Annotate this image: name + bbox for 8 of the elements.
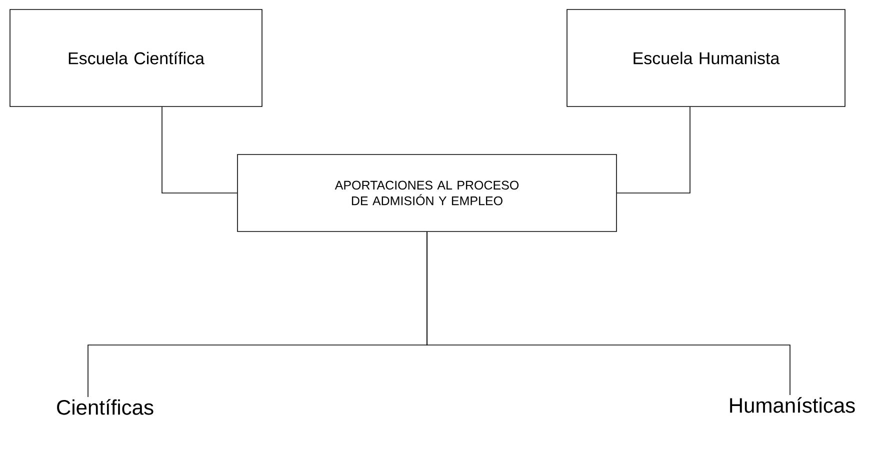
text-label: Humanísticas: [730, 397, 855, 413]
text-box: APORTACIONES AL PROCESO DE ADMISIÓN Y EMPLEO: [237, 154, 617, 232]
connector-line: [616, 106, 690, 194]
text-label: Científicas: [57, 399, 154, 415]
text-box: Escuela Científica: [10, 9, 262, 107]
connector-line: [162, 106, 238, 194]
text-box: Escuela Humanista: [566, 9, 846, 107]
connector-line: [426, 232, 790, 396]
